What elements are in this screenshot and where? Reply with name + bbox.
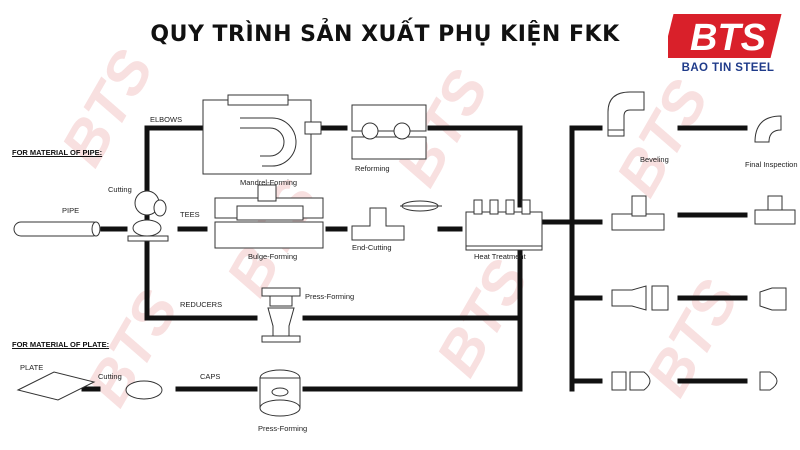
label-press-forming-caps: Press-Forming xyxy=(258,424,308,433)
label-beveling: Beveling xyxy=(640,155,669,164)
label-reforming: Reforming xyxy=(355,164,390,173)
bulge-forming-icon xyxy=(214,184,324,249)
bevel-tee-icon xyxy=(611,195,665,231)
heat-treatment-icon xyxy=(465,199,543,251)
bevel-elbow-icon xyxy=(607,91,645,137)
label-caps: CAPS xyxy=(200,372,221,381)
bevel-cap-icon xyxy=(611,371,651,391)
label-pipe: PIPE xyxy=(62,206,80,215)
cut-disc-icon xyxy=(125,380,163,400)
final-tee-icon xyxy=(754,195,796,225)
watermark-7: BTS xyxy=(633,269,751,406)
brand-logo: BTS BAO TIN STEEL xyxy=(662,12,788,84)
mandrel-forming-icon xyxy=(202,94,322,175)
logo-background xyxy=(662,14,782,58)
label-end-cutting: End-Cutting xyxy=(352,243,392,252)
brand-name: BAO TIN STEEL xyxy=(681,62,775,74)
logo-text: BTS xyxy=(690,17,766,59)
final-reducer-icon xyxy=(759,287,787,311)
label-elbows: ELBOWS xyxy=(150,115,183,124)
label-mandrel-forming: Mandrel-Forming xyxy=(240,178,298,187)
pipe-icon xyxy=(13,221,101,237)
label-heat-treatment: Heat Treatment xyxy=(474,252,526,261)
label-tees: TEES xyxy=(180,210,200,219)
plate-icon xyxy=(16,371,96,401)
bevel-reducer-icon xyxy=(611,285,669,311)
label-bulge-forming: Bulge-Forming xyxy=(248,252,298,261)
equipment-icons xyxy=(13,91,796,417)
label-final-inspection: Final Inspection xyxy=(745,160,798,169)
label-press-forming-reducer: Press-Forming xyxy=(305,292,355,301)
watermark-3: BTS xyxy=(603,69,721,206)
label-cutting-pipe: Cutting xyxy=(108,185,132,194)
final-cap-icon xyxy=(759,371,778,391)
flow-lines xyxy=(81,125,748,392)
page-title: QUY TRÌNH SẢN XUẤT PHỤ KIỆN FKK xyxy=(150,22,620,47)
end-cutting-icon xyxy=(351,200,442,241)
logo-mark: BTS xyxy=(662,14,782,59)
caps-press-icon xyxy=(259,369,301,417)
section-pipe: FOR MATERIAL OF PIPE: xyxy=(12,148,103,157)
label-cutting-plate: Cutting xyxy=(98,372,122,381)
section-plate: FOR MATERIAL OF PLATE: xyxy=(12,340,110,349)
label-plate: PLATE xyxy=(20,363,44,372)
reforming-icon xyxy=(351,104,427,160)
final-elbow-icon xyxy=(754,115,782,143)
cutting-saw-icon xyxy=(127,190,169,242)
label-reducers: REDUCERS xyxy=(180,300,223,309)
reducer-press-icon xyxy=(261,287,301,343)
